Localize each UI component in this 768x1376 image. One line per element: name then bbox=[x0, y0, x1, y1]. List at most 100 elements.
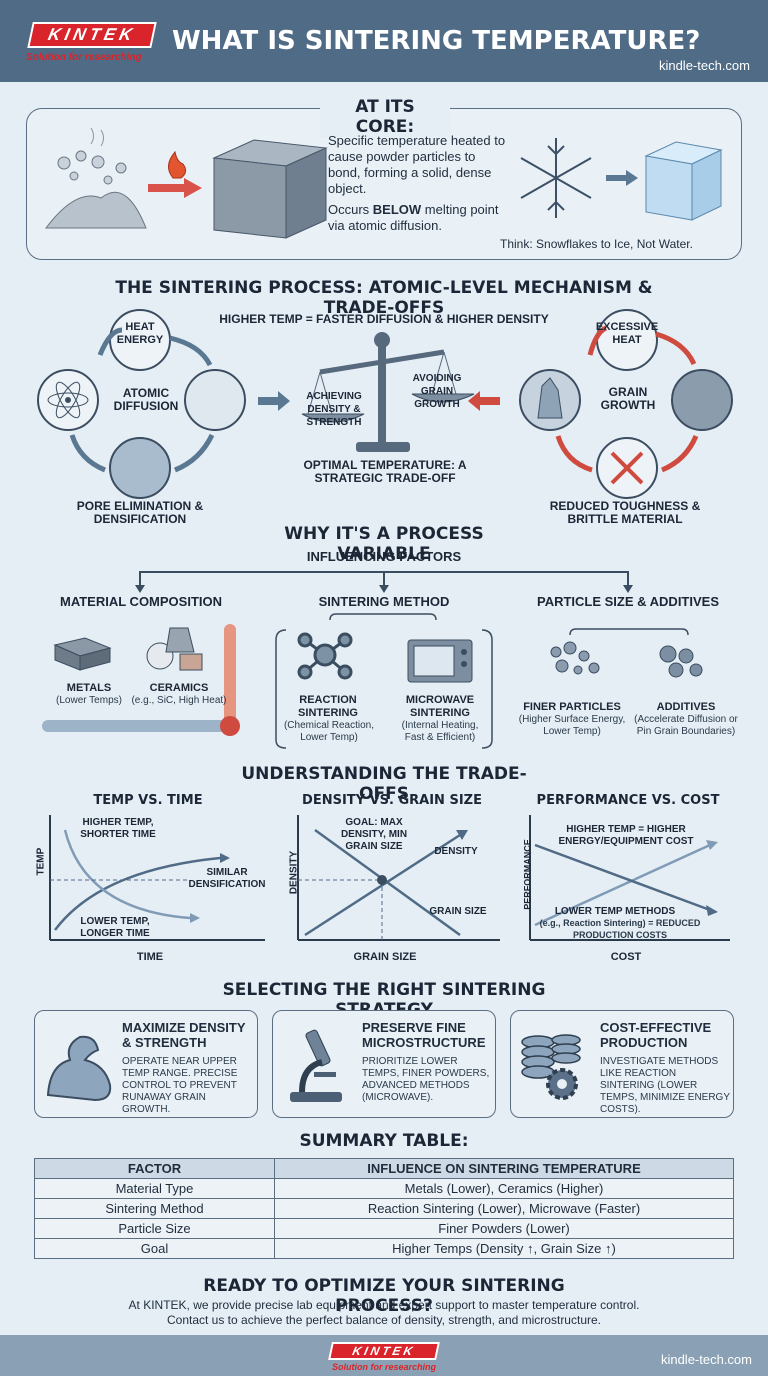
cta-title: READY TO OPTIMIZE YOUR SINTERING PROCESS… bbox=[203, 1276, 565, 1316]
microwave-sintering-label: MICROWAVE SINTERING bbox=[405, 694, 475, 719]
strategy-microstructure-head: PRESERVE FINE MICROSTRUCTURE bbox=[362, 1020, 486, 1050]
additives-sub: (Accelerate Diffusion or Pin Grain Bound… bbox=[634, 714, 738, 737]
large-grain-icon bbox=[671, 369, 733, 431]
snowflake-icon bbox=[520, 138, 592, 218]
reaction-sintering-label: REACTION SINTERING bbox=[298, 694, 358, 719]
ice-cube-icon bbox=[644, 141, 723, 221]
metals-sub: (Lower Temps) bbox=[56, 695, 122, 706]
strategy-cost-head: COST-EFFECTIVE PRODUCTION bbox=[600, 1020, 712, 1050]
strategy-cost-body: INVESTIGATE METHODS LIKE REACTION SINTER… bbox=[600, 1056, 730, 1115]
summary-title: SUMMARY TABLE: bbox=[284, 1131, 484, 1151]
process-subtitle: HIGHER TEMP = FASTER DIFFUSION & HIGHER … bbox=[219, 312, 549, 326]
table-cell: Particle Size bbox=[34, 1218, 275, 1239]
chart2-xlabel: GRAIN SIZE bbox=[353, 951, 417, 963]
chart3-ylabel: PERFORMANCE bbox=[522, 839, 533, 910]
process-title: THE SINTERING PROCESS: ATOMIC-LEVEL MECH… bbox=[88, 278, 680, 318]
chart2-ylabel: DENSITY bbox=[288, 850, 300, 895]
tradeoffs-title: UNDERSTANDING THE TRADE-OFFS bbox=[230, 764, 538, 804]
achieving-density-label: ACHIEVING DENSITY & STRENGTH bbox=[306, 391, 362, 428]
brand-logo[interactable]: KINTEK bbox=[27, 22, 157, 48]
heat-arrow bbox=[148, 178, 202, 198]
chart2-annotation-density: DENSITY bbox=[434, 846, 478, 857]
table-cell: Material Type bbox=[34, 1178, 275, 1199]
strategy-microstructure-body: PRIORITIZE LOWER TEMPS, FINER POWDERS, A… bbox=[362, 1056, 490, 1103]
performance-cost-title: PERFORMANCE VS. COST bbox=[536, 793, 720, 808]
table-cell: Reaction Sintering (Lower), Microwave (F… bbox=[274, 1198, 734, 1219]
heat-energy-label: HEAT ENERGY bbox=[116, 321, 164, 346]
strategy-density-head: MAXIMIZE DENSITY & STRENGTH bbox=[122, 1020, 246, 1050]
cta-line-2: Contact us to achieve the perfect balanc… bbox=[166, 1313, 601, 1327]
chart1-annotation-lower: LOWER TEMP, LONGER TIME bbox=[80, 916, 150, 939]
site-url[interactable]: kindle-tech.com bbox=[658, 58, 750, 73]
arrow-left-icon bbox=[468, 391, 480, 411]
lower-temp-curve bbox=[63, 829, 191, 920]
flexed-arm-icon bbox=[46, 1035, 112, 1102]
microscope-icon bbox=[290, 1029, 342, 1102]
sintering-method-title: SINTERING METHOD bbox=[318, 594, 450, 609]
material-composition-title: MATERIAL COMPOSITION bbox=[59, 594, 223, 609]
chart2-annotation-goal: GOAL: MAX DENSITY, MIN GRAIN SIZE bbox=[340, 817, 408, 852]
table-header-influence: INFLUENCE ON SINTERING TEMPERATURE bbox=[274, 1158, 734, 1179]
table-cell: Metals (Lower), Ceramics (Higher) bbox=[274, 1178, 734, 1199]
chart3-xlabel: COST bbox=[610, 951, 642, 963]
coins-gear-icon bbox=[521, 1034, 581, 1100]
table-header-factor: FACTOR bbox=[34, 1158, 275, 1179]
table-cell: Sintering Method bbox=[34, 1198, 275, 1219]
metal-ingots-icon bbox=[53, 637, 112, 671]
factors-diagram bbox=[42, 571, 703, 749]
brand-tagline: Solution for researching bbox=[26, 52, 142, 63]
snowflake-to-ice-illustration bbox=[520, 138, 723, 221]
balance-scale-icon bbox=[301, 332, 475, 452]
avoiding-grain-label: AVOIDING GRAIN GROWTH bbox=[412, 373, 462, 410]
microwave-icon bbox=[407, 639, 473, 683]
microwave-sintering-sub: (Internal Heating, Fast & Efficient) bbox=[401, 720, 479, 743]
summary-table: FACTOR INFLUENCE ON SINTERING TEMPERATUR… bbox=[34, 1158, 734, 1259]
dense-cube-icon bbox=[212, 139, 328, 239]
arrow-right-icon bbox=[278, 391, 290, 411]
finer-particles-sub: (Higher Surface Energy, Lower Temp) bbox=[518, 714, 626, 737]
core-analogy: Think: Snowflakes to Ice, Not Water. bbox=[500, 237, 693, 251]
core-title: AT ITS CORE: bbox=[320, 97, 450, 137]
reaction-sintering-sub: (Chemical Reaction, Lower Temp) bbox=[283, 720, 375, 743]
density-grain-title: DENSITY VS. GRAIN SIZE bbox=[302, 793, 482, 808]
ceramics-sub: (e.g., SiC, High Heat) bbox=[131, 695, 227, 706]
chart1-annotation-higher: HIGHER TEMP, SHORTER TIME bbox=[80, 817, 156, 840]
fine-particles-icon bbox=[550, 641, 600, 675]
influencing-factors-label: INFLUENCING FACTORS bbox=[306, 549, 462, 564]
additives-icon bbox=[659, 645, 703, 678]
chart1-ylabel: TEMP bbox=[35, 847, 47, 876]
powder-icon bbox=[44, 127, 147, 229]
higher-temp-curve bbox=[54, 856, 221, 931]
cta-line-1: At KINTEK, we provide precise lab equipm… bbox=[128, 1298, 640, 1312]
core-definition: Specific temperature heated to cause pow… bbox=[328, 133, 506, 196]
metals-label: METALS bbox=[66, 682, 112, 694]
atomic-diffusion-label: ATOMIC DIFFUSION bbox=[113, 386, 179, 413]
strategy-density-body: OPERATE NEAR UPPER TEMP RANGE. PRECISE C… bbox=[122, 1056, 238, 1115]
table-cell: Higher Temps (Density ↑, Grain Size ↑) bbox=[274, 1238, 734, 1259]
chart3-annotation-costs: (e.g., Reaction Sintering) = REDUCED PRO… bbox=[539, 918, 701, 940]
molecule-icon bbox=[297, 632, 353, 680]
grain-growth-label: GRAIN GROWTH bbox=[600, 385, 656, 412]
thermometer-icon bbox=[224, 624, 236, 732]
ceramics-icon bbox=[146, 627, 203, 671]
why-title: WHY IT'S A PROCESS VARIABLE bbox=[234, 524, 534, 564]
chart3-annotation-lower: LOWER TEMP METHODS bbox=[554, 906, 676, 917]
diffusion-particles-icon bbox=[184, 369, 246, 431]
particle-size-title: PARTICLE SIZE & ADDITIVES bbox=[536, 594, 719, 609]
excessive-heat-label: EXCESSIVE HEAT bbox=[595, 321, 659, 346]
ceramics-label: CERAMICS bbox=[149, 682, 209, 694]
pore-elimination-label: PORE ELIMINATION & DENSIFICATION bbox=[76, 499, 204, 526]
footer-tagline: Solution for researching bbox=[331, 1362, 436, 1372]
additives-label: ADDITIVES bbox=[656, 701, 716, 713]
footer-logo[interactable]: KINTEK bbox=[328, 1342, 440, 1360]
lower-temp-cost-line bbox=[534, 843, 711, 912]
arrow-icon bbox=[606, 170, 638, 186]
page-title: WHAT IS SINTERING TEMPERATURE? bbox=[172, 26, 701, 56]
reduced-toughness-label: REDUCED TOUGHNESS & BRITTLE MATERIAL bbox=[549, 499, 701, 526]
process-diagram bbox=[37, 309, 733, 499]
footer-url[interactable]: kindle-tech.com bbox=[660, 1352, 752, 1367]
tradeoff-charts bbox=[49, 815, 730, 941]
